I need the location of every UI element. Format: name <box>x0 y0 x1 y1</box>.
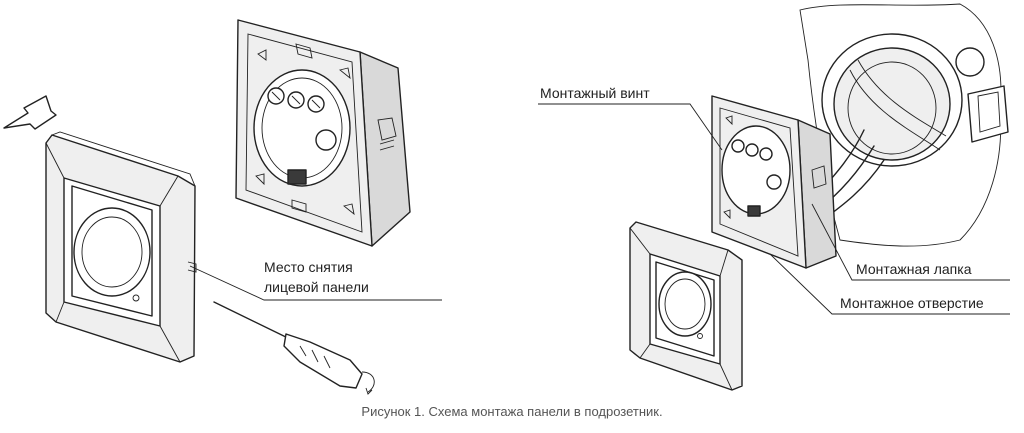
leader-faceplate-removal <box>189 265 442 301</box>
leader-mounting-hole <box>769 253 1010 315</box>
screwdriver-icon <box>213 301 375 395</box>
front-faceplate <box>45 131 197 363</box>
label-mounting-screw: Монтажный винт <box>540 85 650 101</box>
leader-mounting-tab <box>811 203 1010 281</box>
removal-arrow-icon <box>3 95 57 130</box>
label-mounting-tab: Монтажная лапка <box>856 261 972 277</box>
leader-mounting-screw <box>538 103 723 151</box>
figure-caption: Рисунок 1. Схема монтажа панели в подроз… <box>361 404 663 419</box>
label-mounting-hole: Монтажное отверстие <box>840 295 984 311</box>
label-faceplate-removal-2: лицевой панели <box>264 279 369 295</box>
mechanism-back-plate <box>235 19 411 247</box>
small-faceplate <box>629 221 743 391</box>
mechanism-plate-right <box>711 95 837 269</box>
wall-mounting-box <box>799 3 1009 247</box>
label-faceplate-removal-1: Место снятия <box>264 259 353 275</box>
